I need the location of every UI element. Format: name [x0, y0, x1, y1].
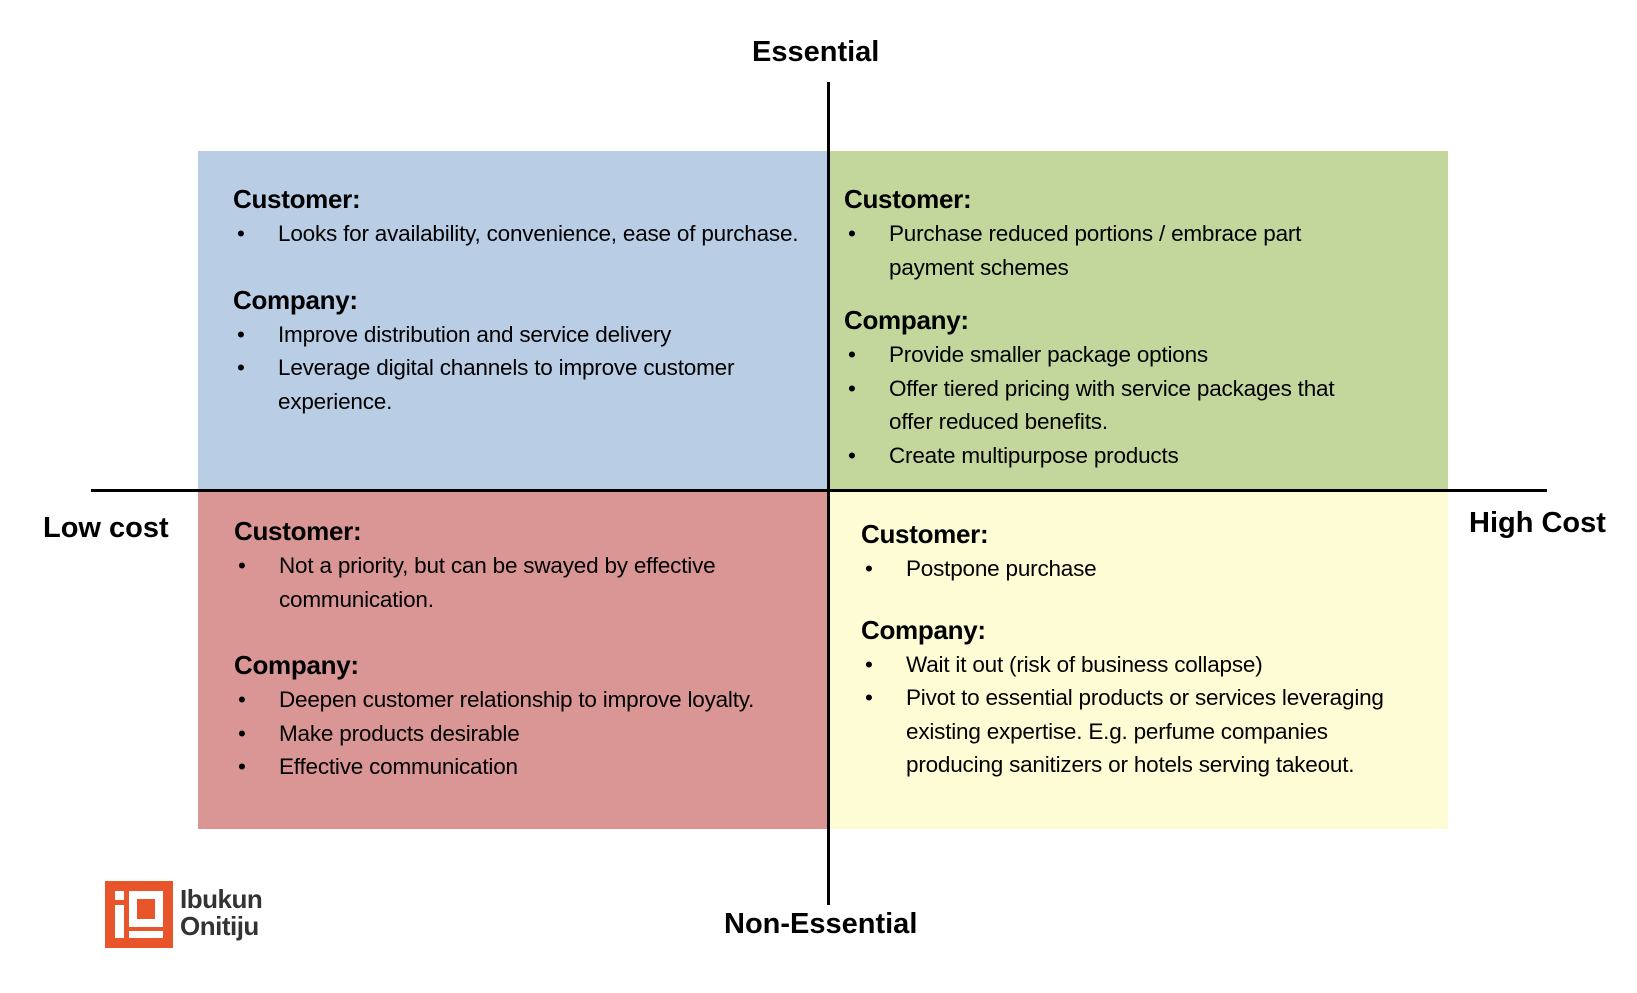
list-item: Effective communication	[234, 750, 814, 784]
company-list: Deepen customer relationship to improve …	[234, 683, 814, 784]
customer-heading: Customer:	[234, 516, 362, 546]
list-item: Postpone purchase	[861, 552, 1401, 586]
list-item: Offer tiered pricing with service packag…	[844, 372, 1359, 439]
quadrant-content-top-left: Customer: Looks for availability, conven…	[233, 181, 813, 418]
list-item: Make products desirable	[234, 717, 814, 751]
quadrant-content-bottom-right: Customer: Postpone purchase Company: Wai…	[861, 516, 1401, 782]
logo-line-2: Onitiju	[180, 911, 259, 941]
customer-heading: Customer:	[233, 184, 361, 214]
list-item: Looks for availability, convenience, eas…	[233, 217, 813, 251]
customer-list: Purchase reduced portions / embrace part…	[844, 217, 1384, 284]
list-item: Improve distribution and service deliver…	[233, 318, 813, 352]
company-heading: Company:	[233, 284, 358, 315]
company-heading: Company:	[234, 650, 359, 681]
company-list: Wait it out (risk of business collapse) …	[861, 648, 1401, 782]
logo-text: Ibukun Onitiju	[180, 884, 263, 941]
quadrant-content-top-right: Customer: Purchase reduced portions / em…	[844, 181, 1384, 473]
customer-list: Looks for availability, convenience, eas…	[233, 217, 813, 251]
company-list: Provide smaller package options Offer ti…	[844, 338, 1384, 472]
logo-icon	[105, 881, 173, 953]
list-item: Deepen customer relationship to improve …	[234, 683, 789, 717]
list-item: Not a priority, but can be swayed by eff…	[234, 549, 814, 616]
logo-line-1: Ibukun	[180, 884, 263, 914]
vertical-axis-line	[827, 82, 830, 905]
list-item: Create multipurpose products	[844, 439, 1384, 473]
customer-list: Not a priority, but can be swayed by eff…	[234, 549, 814, 616]
list-item: Pivot to essential products or services …	[861, 681, 1406, 782]
horizontal-axis-line	[91, 489, 1547, 492]
company-heading: Company:	[844, 305, 969, 336]
axis-label-bottom: Non-Essential	[724, 908, 918, 940]
customer-list: Postpone purchase	[861, 552, 1401, 586]
list-item: Wait it out (risk of business collapse)	[861, 648, 1401, 682]
axis-label-right: High Cost	[1469, 507, 1606, 539]
axis-label-top: Essential	[752, 36, 880, 68]
axis-label-left: Low cost	[43, 512, 169, 544]
company-heading: Company:	[861, 614, 986, 645]
quadrant-content-bottom-left: Customer: Not a priority, but can be swa…	[234, 513, 814, 784]
customer-heading: Customer:	[844, 184, 972, 214]
company-list: Improve distribution and service deliver…	[233, 318, 813, 419]
list-item: Provide smaller package options	[844, 338, 1384, 372]
customer-heading: Customer:	[861, 519, 989, 549]
list-item: Leverage digital channels to improve cus…	[233, 351, 813, 418]
list-item: Purchase reduced portions / embrace part…	[844, 217, 1359, 284]
